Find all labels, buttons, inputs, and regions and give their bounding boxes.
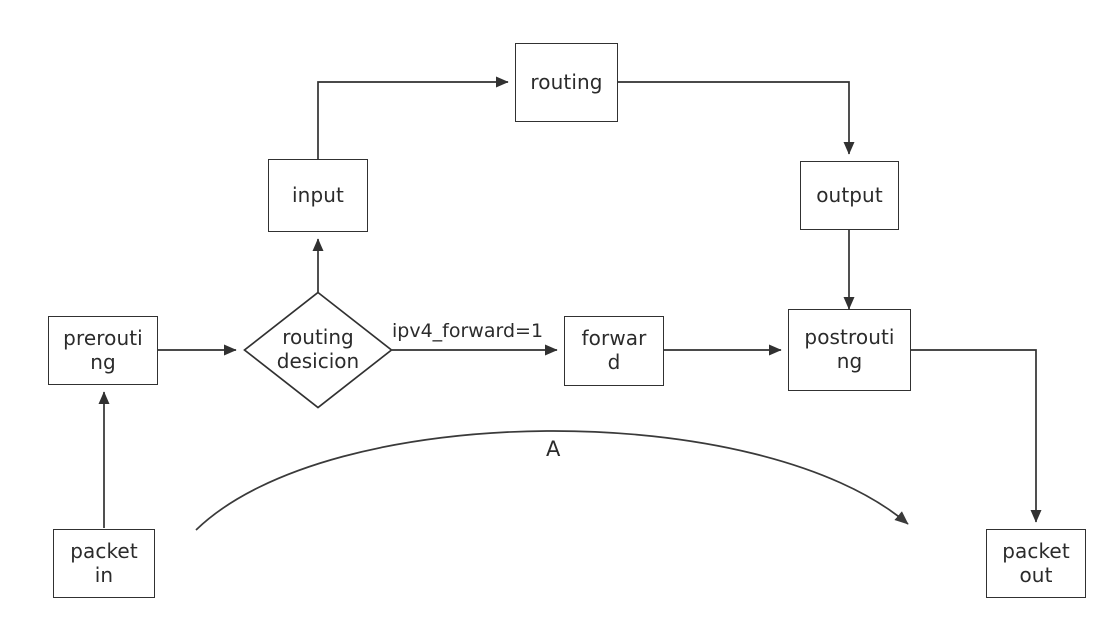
edge-input-routing [317, 76, 509, 159]
node-postrouting[interactable]: postrouti ng [788, 309, 911, 391]
node-routing[interactable]: routing [515, 43, 618, 122]
edge-postrouting-packetout [911, 349, 1042, 523]
node-postrouting-line2: ng [836, 349, 863, 373]
node-packet-in-line1: packet [70, 538, 138, 563]
annotation-arc-a: A [546, 437, 561, 461]
node-output[interactable]: output [800, 161, 899, 230]
edge-label-ipv4-forward: ipv4_forward=1 [392, 320, 544, 342]
node-packet-out-line2: out [1019, 562, 1053, 587]
node-output-label: output [816, 182, 883, 207]
node-packet-out-line1: packet [1002, 538, 1070, 563]
node-routing-label: routing [530, 69, 603, 94]
node-routing-decision[interactable]: routing desicion [243, 291, 393, 409]
node-input-label: input [292, 182, 344, 207]
node-postrouting-line1: postrouti [804, 325, 895, 350]
node-packet-in[interactable]: packet in [53, 529, 155, 598]
node-prerouting-line2: ng [90, 349, 116, 374]
node-input[interactable]: input [268, 159, 368, 232]
node-forward-line1: forwar [581, 326, 647, 351]
node-prerouting[interactable]: prerouti ng [48, 316, 158, 385]
diamond-shape [243, 291, 393, 409]
node-forward-line2: d [607, 350, 621, 374]
node-packet-out[interactable]: packet out [986, 529, 1086, 598]
node-prerouting-line1: prerouti [63, 325, 143, 350]
edge-arc-a [195, 430, 909, 531]
node-packet-in-line2: in [94, 562, 114, 587]
node-forward[interactable]: forwar d [564, 316, 664, 386]
edge-routing-output [618, 81, 855, 155]
